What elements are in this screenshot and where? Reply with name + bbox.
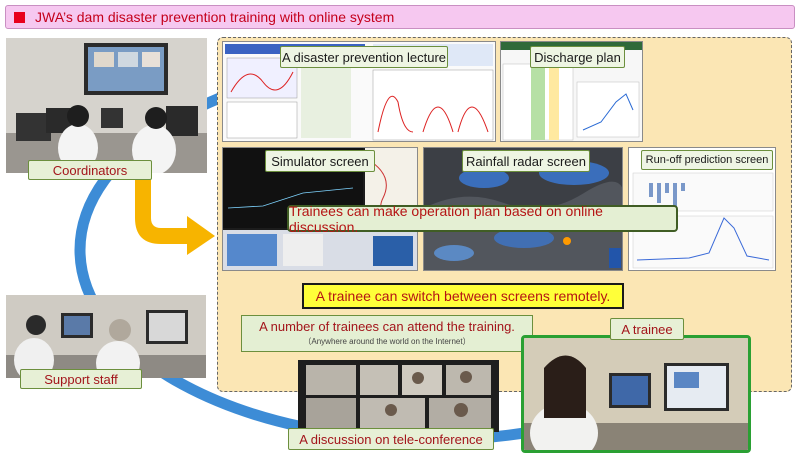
switch-screens-callout: A trainee can switch between screens rem… <box>302 283 624 309</box>
attend-sub-text: （Anywhere around the world on the Intern… <box>303 337 471 346</box>
radar-label: Rainfall radar screen <box>462 150 590 172</box>
operation-plan-callout: Trainees can make operation plan based o… <box>287 203 678 235</box>
coordinators-photo <box>6 38 207 173</box>
support-staff-label: Support staff <box>20 369 142 389</box>
trainee-label: A trainee <box>610 318 684 340</box>
trainee-photo <box>521 335 751 453</box>
simulator-label: Simulator screen <box>265 150 375 172</box>
support-staff-photo <box>6 295 206 378</box>
lecture-screen <box>222 41 496 142</box>
coordinators-label: Coordinators <box>28 160 152 180</box>
flow-arrow <box>135 180 215 255</box>
discussion-label: A discussion on tele-conference <box>288 428 494 450</box>
teleconference-photo <box>298 360 499 432</box>
title-square-icon <box>14 11 25 23</box>
lecture-label: A disaster prevention lecture <box>280 46 448 68</box>
attend-main-text: A number of trainees can attend the trai… <box>259 319 515 334</box>
attend-training-note: A number of trainees can attend the trai… <box>241 315 533 352</box>
runoff-label: Run-off prediction screen <box>641 150 773 170</box>
discharge-label: Discharge plan <box>530 46 625 68</box>
title-bar: JWA’s dam disaster prevention training w… <box>5 5 795 29</box>
page-title: JWA’s dam disaster prevention training w… <box>35 9 395 25</box>
